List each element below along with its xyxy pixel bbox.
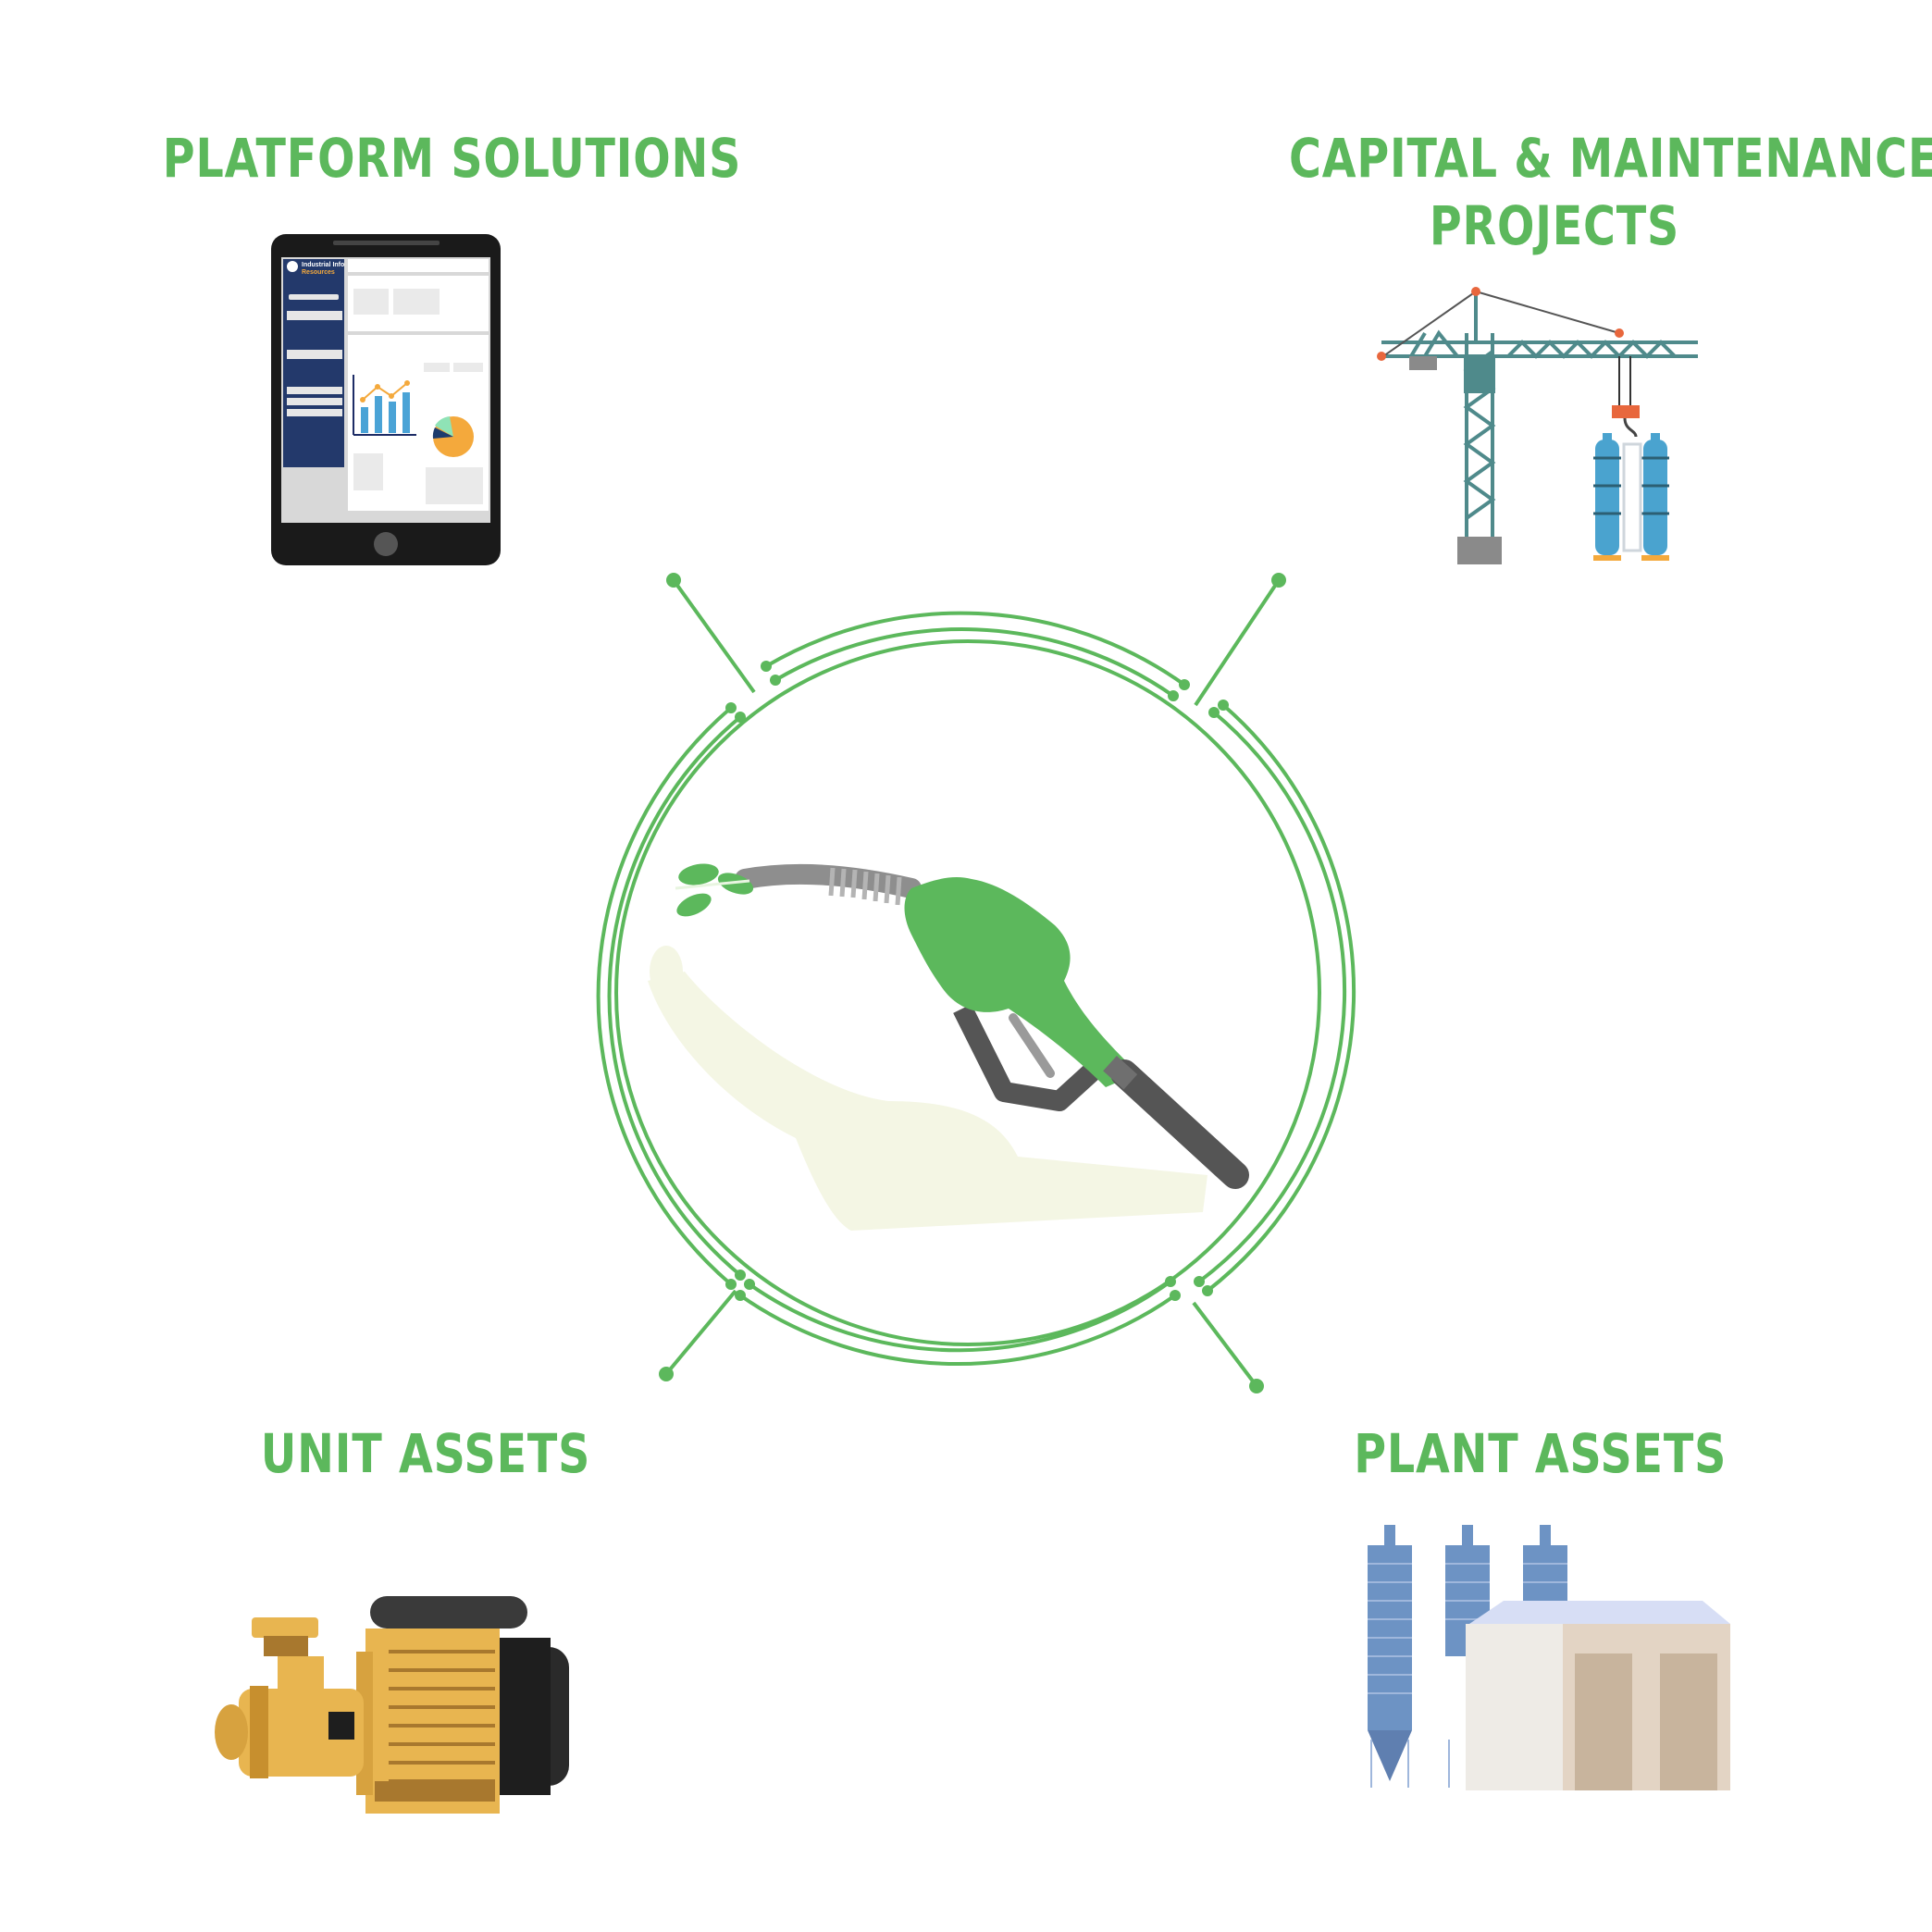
central-ring xyxy=(596,611,1356,1367)
tablet-icon: Industrial Info Resources xyxy=(271,234,501,565)
fuel-nozzle-icon xyxy=(735,863,1249,1189)
ring-spokes xyxy=(659,573,1286,1393)
nozzle-shadow xyxy=(648,946,1208,1231)
factory-icon xyxy=(1368,1525,1730,1790)
tablet-brand-name: Industrial Info xyxy=(302,262,344,268)
crane-icon xyxy=(1377,287,1698,564)
tablet-brand-sub: Resources xyxy=(302,269,335,276)
ring-connector-dots xyxy=(725,661,1229,1301)
plant-assets-title: PLANT ASSETS xyxy=(1354,1422,1728,1485)
leaf-icon xyxy=(675,863,754,917)
pump-icon xyxy=(215,1596,569,1814)
unit-assets-title: UNIT ASSETS xyxy=(260,1422,591,1485)
